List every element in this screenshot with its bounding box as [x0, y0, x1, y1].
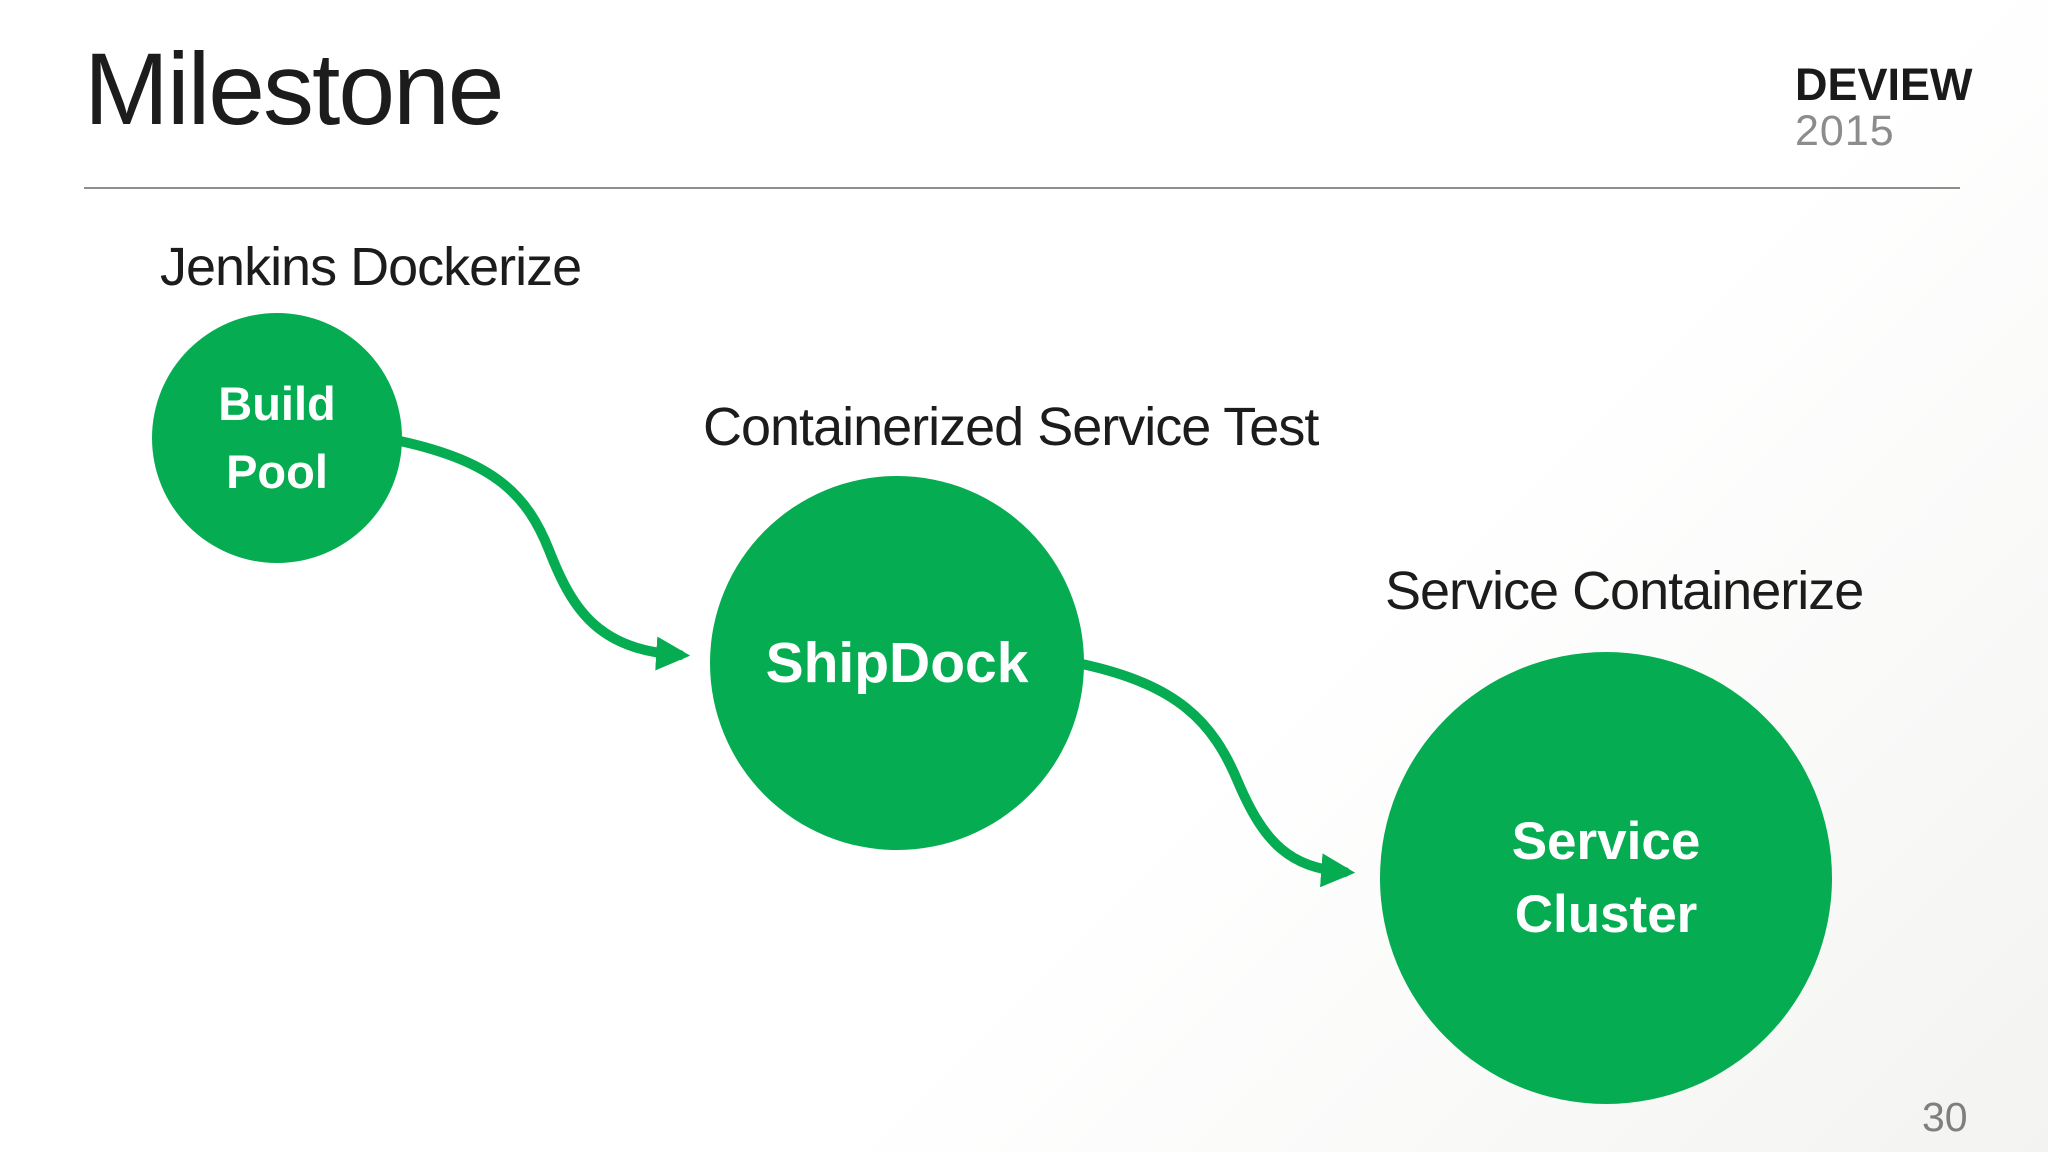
caption-service-containerize: Service Containerize: [1385, 561, 1864, 621]
node-shipdock: ShipDock: [710, 476, 1084, 850]
node-build-pool-label: Build Pool: [218, 377, 336, 498]
arrow-shipdock-to-service-cluster: [1077, 659, 1356, 888]
node-build-pool: Build Pool: [152, 313, 402, 563]
node-service-cluster: Service Cluster: [1380, 652, 1832, 1104]
arrow-build-pool-to-shipdock: [395, 436, 691, 671]
page-number: 30: [1922, 1094, 1968, 1140]
deview-logo: DEVIEW 2015: [1795, 62, 1973, 153]
node-shipdock-label: ShipDock: [765, 630, 1029, 695]
caption-containerized-service-test: Containerized Service Test: [703, 397, 1319, 457]
node-service-cluster-label: Service Cluster: [1511, 811, 1701, 944]
caption-jenkins-dockerize: Jenkins Dockerize: [160, 237, 582, 297]
page-title: Milestone: [84, 32, 505, 146]
logo-year: 2015: [1795, 107, 1895, 155]
logo-text: DEVIEW: [1795, 59, 1973, 110]
title-divider: [84, 187, 1960, 189]
